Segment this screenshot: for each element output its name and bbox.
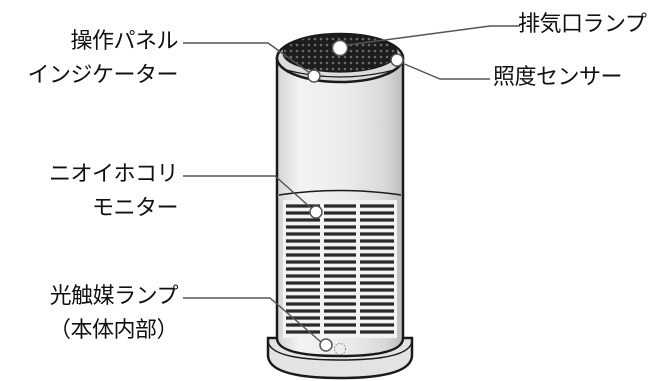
label-photocatalyst-lamp-line1: 光触媒ランプ bbox=[49, 284, 179, 309]
leader-photocatalyst-lamp bbox=[183, 297, 322, 343]
leader-control-panel bbox=[183, 42, 311, 74]
label-odor-dust-monitor-line2: モニター bbox=[91, 196, 179, 221]
label-illuminance-sensor: 照度センサー bbox=[493, 65, 623, 90]
control-panel-indicator-marker bbox=[307, 69, 321, 83]
exhaust-lamp-marker bbox=[331, 39, 349, 57]
intake-grille bbox=[278, 189, 402, 338]
label-exhaust-lamp: 排気口ランプ bbox=[518, 12, 647, 37]
leader-illuminance-sensor bbox=[401, 62, 490, 80]
top-cap bbox=[275, 32, 405, 84]
leader-odor-dust-monitor bbox=[183, 175, 312, 209]
leader-exhaust-lamp bbox=[346, 25, 520, 46]
label-control-panel-line1: 操作パネル bbox=[70, 29, 178, 54]
leader-lines bbox=[183, 25, 520, 343]
photocatalyst-lamp-marker bbox=[319, 338, 346, 355]
label-control-panel-line2: インジケーター bbox=[27, 63, 178, 88]
label-photocatalyst-lamp-line2: （本体内部） bbox=[48, 318, 179, 343]
illuminance-sensor-marker bbox=[390, 53, 404, 67]
label-odor-dust-monitor-line1: ニオイホコリ bbox=[48, 162, 179, 187]
odor-dust-monitor-marker bbox=[309, 205, 323, 219]
